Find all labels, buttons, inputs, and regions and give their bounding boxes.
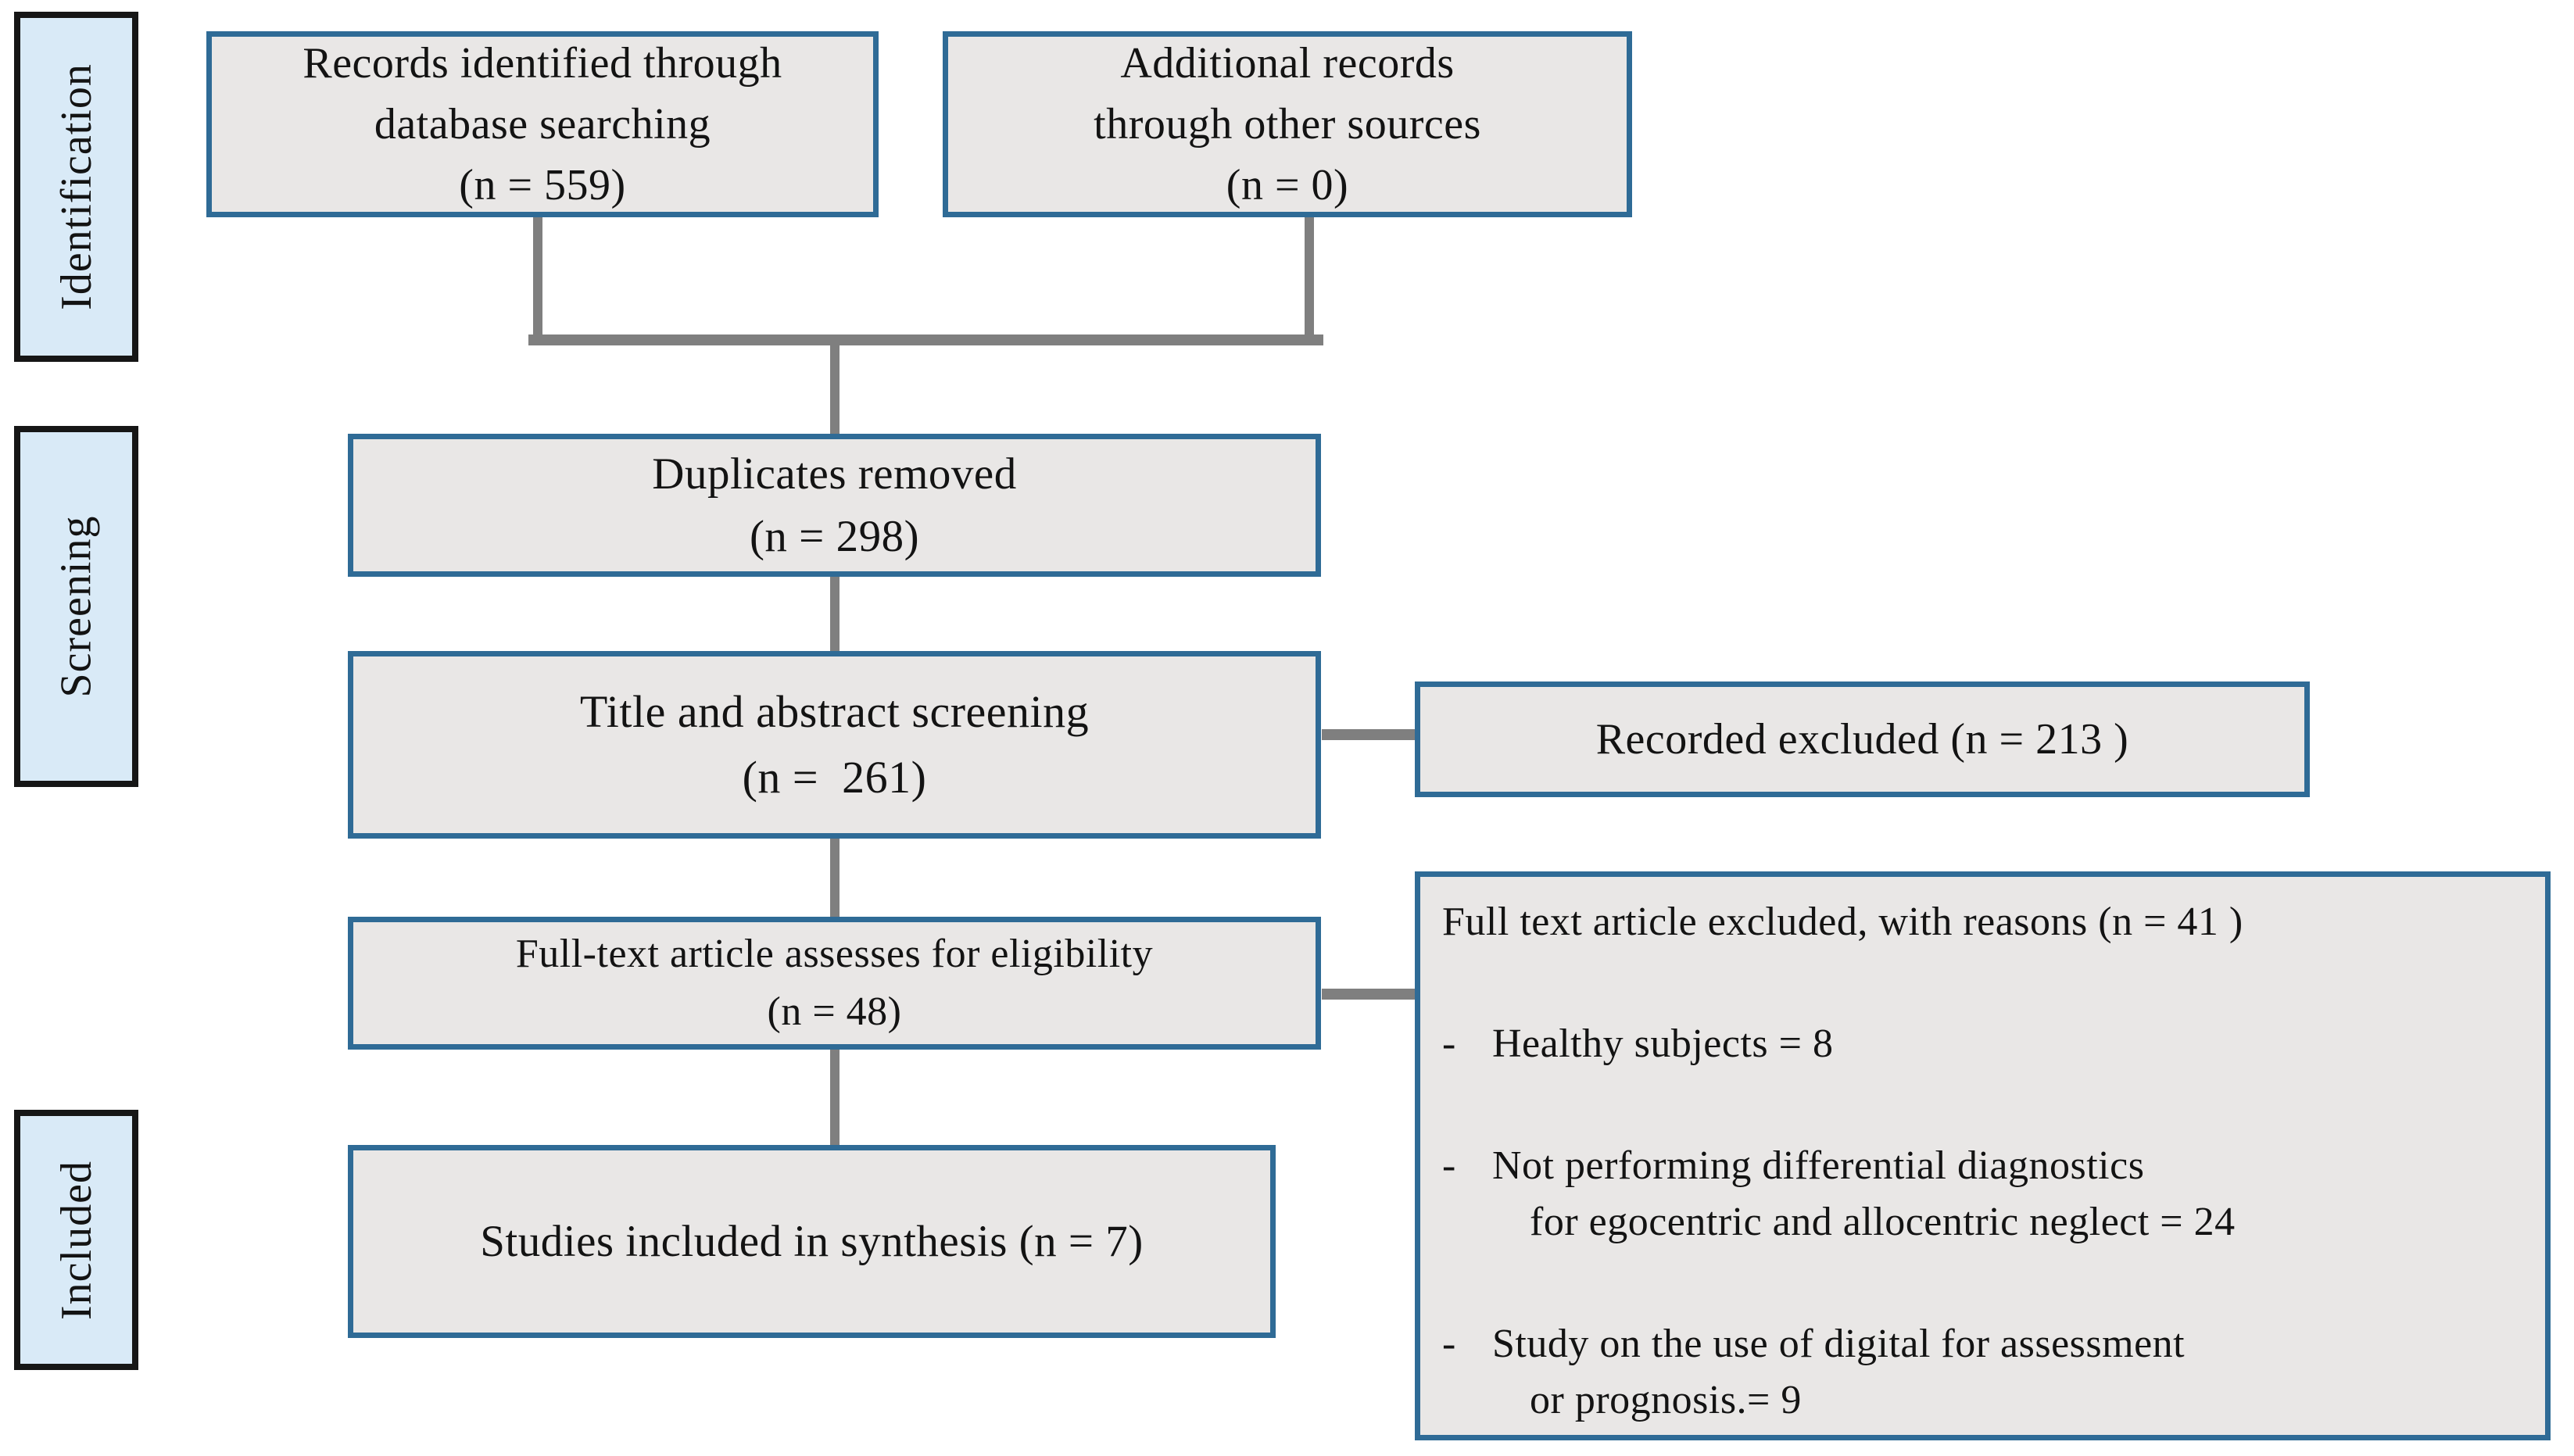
excluded-reason-3-text-wrap: or prognosis.= 9 — [1530, 1378, 1802, 1422]
connector-merge-to-duplicates — [830, 345, 840, 435]
connector-duplicates-to-title — [830, 575, 840, 653]
excluded-reason-item: - Healthy subjects = 8 — [1442, 1016, 2522, 1072]
title-abstract-screening-box: Title and abstract screening (n = 261) — [348, 651, 1321, 839]
fulltext-excluded-reasons-box: Full text article excluded, with reasons… — [1415, 871, 2551, 1440]
connector-fulltext-to-excluded-reasons — [1322, 989, 1416, 1000]
bullet-dash-icon: - — [1442, 1021, 1456, 1066]
excluded-reason-item: - Study on the use of digital for assess… — [1442, 1316, 2522, 1429]
stage-screening-label: Screening — [52, 515, 101, 698]
excluded-reason-1-text: Healthy subjects = 8 — [1492, 1021, 1834, 1066]
excluded-reason-3-text: Study on the use of digital for assessme… — [1492, 1322, 2186, 1366]
connector-additional-down — [1305, 216, 1314, 345]
bullet-dash-icon: - — [1442, 1322, 1456, 1366]
connector-merge-horizontal — [528, 334, 1323, 345]
stage-included: Included — [14, 1110, 138, 1370]
fulltext-excluded-heading: Full text article excluded, with reasons… — [1442, 900, 2243, 944]
studies-included-text: Studies included in synthesis (n = 7) — [480, 1216, 1144, 1266]
records-excluded-text: Recorded excluded (n = 213 ) — [1595, 715, 2129, 764]
excluded-reason-item: - Not performing differential diagnostic… — [1442, 1138, 2522, 1250]
connector-title-to-excluded — [1322, 729, 1416, 740]
duplicates-removed-box: Duplicates removed (n = 298) — [348, 434, 1321, 577]
stage-included-label: Included — [52, 1160, 101, 1320]
bullet-dash-icon: - — [1442, 1143, 1456, 1188]
additional-records-box: Additional records through other sources… — [943, 31, 1632, 217]
stage-identification-label: Identification — [52, 63, 101, 310]
excluded-reason-2-text-wrap: for egocentric and allocentric neglect =… — [1530, 1200, 2236, 1244]
records-identified-box: Records identified through database sear… — [206, 31, 879, 217]
additional-records-count: (n = 0) — [1226, 161, 1349, 209]
records-identified-line2: database searching — [374, 100, 711, 148]
records-excluded-box: Recorded excluded (n = 213 ) — [1415, 681, 2310, 797]
connector-records-down — [533, 216, 542, 345]
studies-included-box: Studies included in synthesis (n = 7) — [348, 1145, 1276, 1338]
additional-records-line2: through other sources — [1094, 100, 1481, 148]
records-identified-count: (n = 559) — [459, 161, 626, 209]
fulltext-eligibility-box: Full-text article assesses for eligibili… — [348, 917, 1321, 1050]
connector-fulltext-to-included — [830, 1048, 840, 1147]
stage-screening: Screening — [14, 426, 138, 787]
title-abstract-line1: Title and abstract screening — [579, 686, 1090, 737]
stage-identification: Identification — [14, 12, 138, 362]
title-abstract-count: (n = 261) — [742, 752, 927, 803]
duplicates-removed-count: (n = 298) — [749, 511, 920, 561]
duplicates-removed-line1: Duplicates removed — [652, 449, 1017, 499]
excluded-reason-2-text: Not performing differential diagnostics — [1492, 1143, 2145, 1188]
fulltext-eligibility-line1: Full-text article assesses for eligibili… — [515, 932, 1154, 976]
fulltext-eligibility-count: (n = 48) — [767, 989, 902, 1034]
connector-title-to-fulltext — [830, 837, 840, 918]
records-identified-line1: Records identified through — [303, 39, 782, 88]
additional-records-line1: Additional records — [1120, 39, 1455, 88]
